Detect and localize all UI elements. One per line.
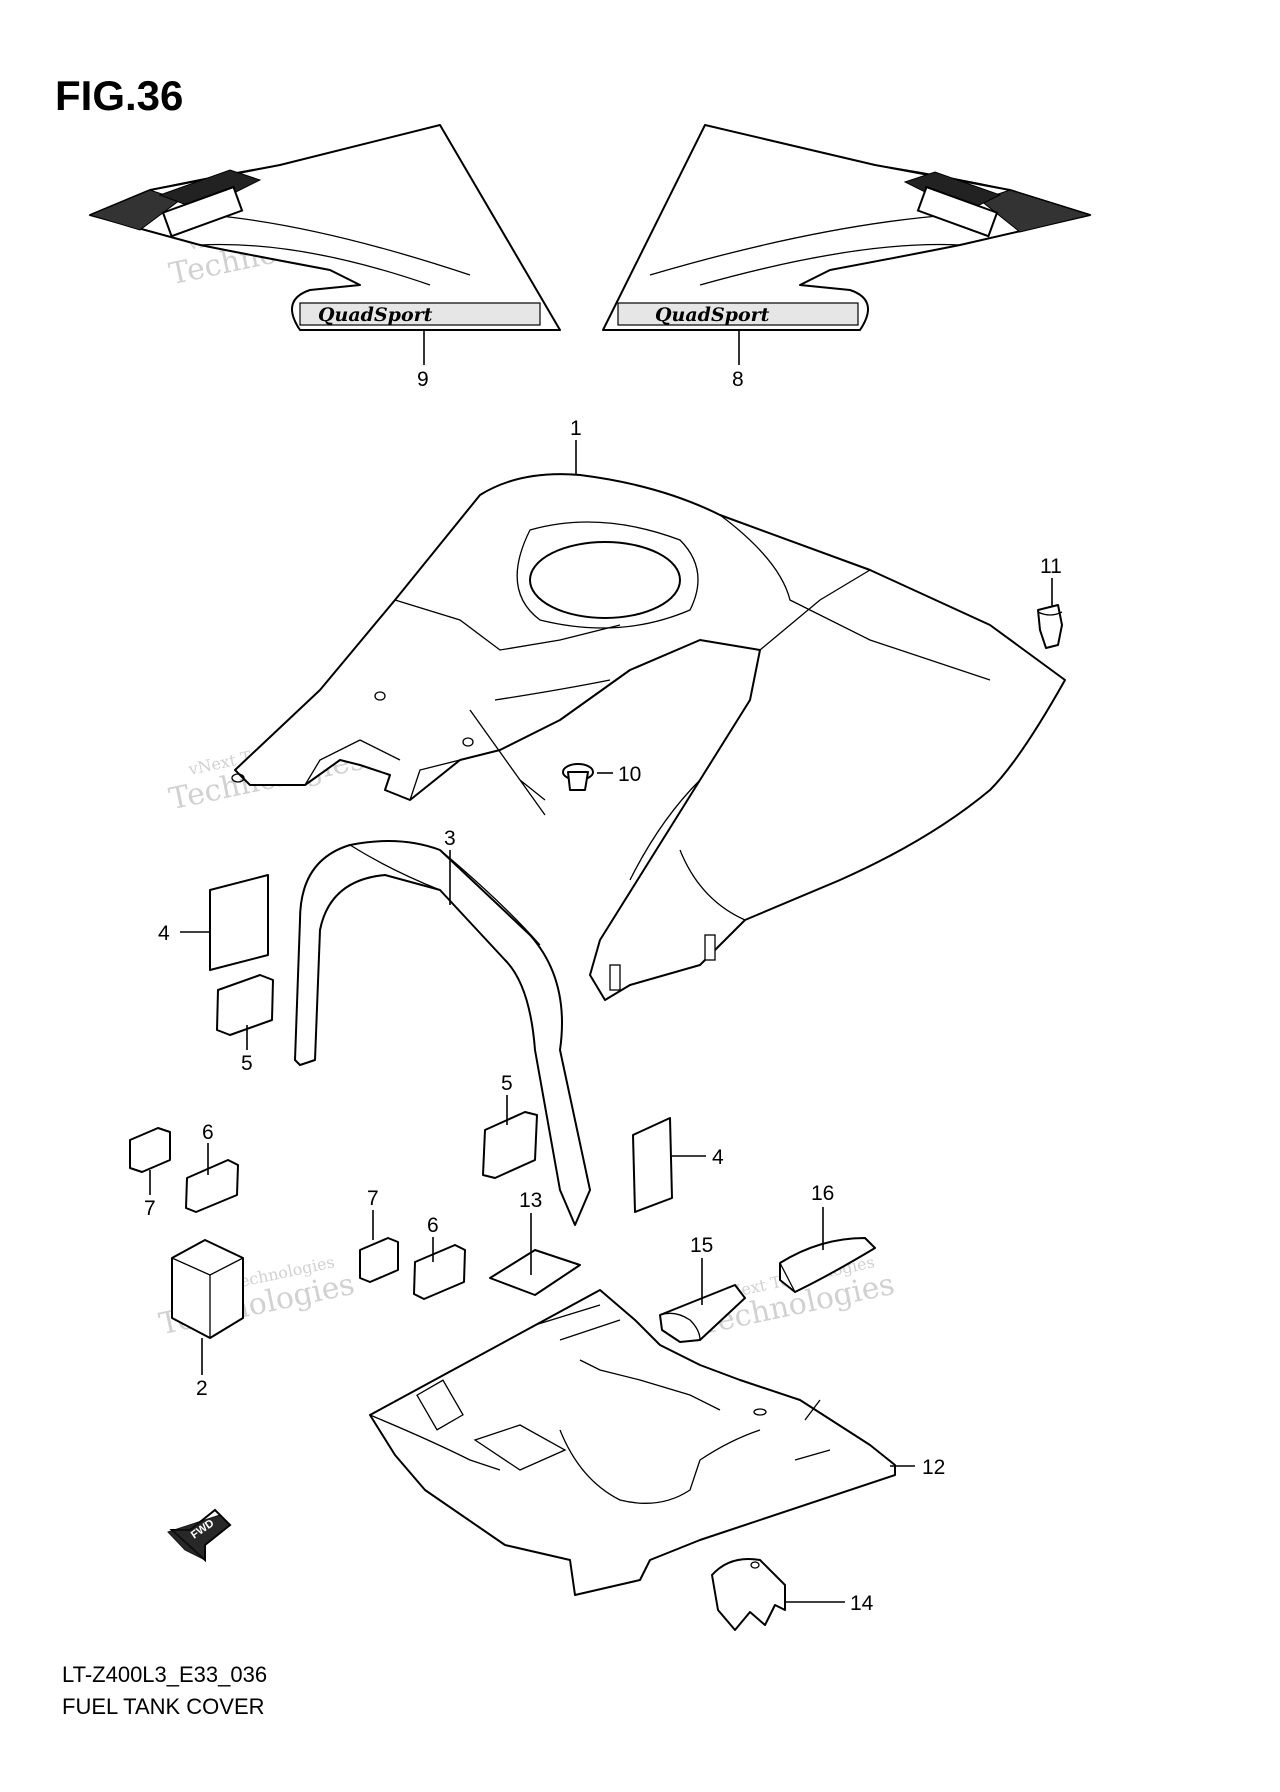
callout-16: 16 [811,1182,834,1205]
figure-title: FIG.36 [55,72,184,119]
callout-12: 12 [922,1456,945,1479]
box-2 [171,1239,244,1339]
callout-15: 15 [690,1234,713,1257]
callout-11: 11 [1040,555,1062,578]
callout-5: 5 [501,1072,513,1095]
decal-brand-text: QuadSport [655,304,770,326]
figure-name: FUEL TANK COVER [62,1694,265,1719]
callout-2: 2 [196,1377,208,1400]
pad-5-left [216,974,274,1036]
leader-lines [149,330,1053,1603]
callout-8: 8 [732,368,744,391]
pad-13 [489,1249,581,1296]
pad-6-left [185,1159,239,1213]
callout-10: 10 [618,763,641,786]
fwd-arrow-icon: FWD [167,1508,232,1563]
callout-4: 4 [158,922,170,945]
pad-15 [659,1284,746,1343]
callout-3: 3 [444,827,456,850]
clip-11 [1037,604,1063,649]
pad-6-center [413,1244,466,1300]
figure-code: LT-Z400L3_E33_036 [62,1662,268,1687]
pad-16 [779,1237,876,1293]
callout-6: 6 [427,1214,439,1237]
callout-6: 6 [202,1121,214,1144]
pad-4-right [632,1117,673,1213]
nut-10 [562,763,594,791]
pad-5-center [482,1111,538,1179]
pad-7-center [359,1237,399,1283]
under-tray-12 [369,1289,896,1596]
fuel-tank-cover [231,473,1066,1001]
callout-1: 1 [570,417,582,440]
callout-5: 5 [241,1052,253,1075]
pad-7-left [129,1127,171,1173]
cushion-strip-3 [294,840,591,1226]
callout-9: 9 [417,368,429,391]
callout-7: 7 [144,1197,156,1220]
callout-13: 13 [519,1189,542,1212]
pad-4-left [209,874,269,971]
callout-14: 14 [850,1592,874,1615]
callout-4: 4 [712,1146,724,1169]
callout-7: 7 [367,1187,379,1210]
callouts: 9 8 1 11 10 3 4 5 5 4 6 7 7 6 13 16 15 2… [144,368,1062,1615]
decal-brand-text: QuadSport [318,304,433,326]
decal-left: QuadSport [88,124,561,331]
decal-right: QuadSport [602,124,1092,331]
pad-14 [711,1558,786,1631]
